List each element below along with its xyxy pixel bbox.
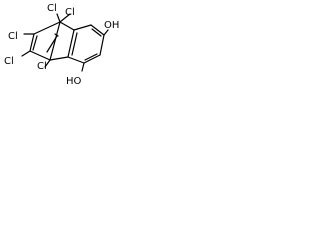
bond <box>59 21 75 31</box>
bond <box>44 59 51 68</box>
bond <box>73 24 92 31</box>
bond <box>46 35 58 53</box>
bond <box>29 33 35 52</box>
bond <box>67 29 75 58</box>
bond <box>21 50 31 57</box>
chemical-structure-diagram: Cl Cl Cl Cl Cl OH HO <box>4 3 119 87</box>
bond <box>59 13 71 23</box>
bond <box>71 32 78 56</box>
bond <box>84 53 98 61</box>
bond <box>32 35 38 51</box>
hydroxyl-label: HO <box>66 76 82 87</box>
bond <box>103 29 109 36</box>
chlorine-label: Cl <box>65 7 75 18</box>
bond <box>90 24 105 36</box>
bond <box>99 34 105 56</box>
bond <box>56 13 61 23</box>
hydroxyl-label: OH <box>104 20 119 31</box>
chlorine-label: Cl <box>8 31 18 42</box>
bond <box>54 33 59 37</box>
bond <box>83 54 101 64</box>
chlorine-label: Cl <box>4 56 14 67</box>
bond <box>49 21 61 61</box>
bond <box>29 50 51 61</box>
chlorine-label: Cl <box>37 61 47 72</box>
bond <box>91 28 102 37</box>
bond <box>81 62 85 72</box>
chlorine-label: Cl <box>47 3 57 14</box>
bond <box>67 56 85 64</box>
bond <box>33 21 61 35</box>
bond <box>49 56 69 61</box>
